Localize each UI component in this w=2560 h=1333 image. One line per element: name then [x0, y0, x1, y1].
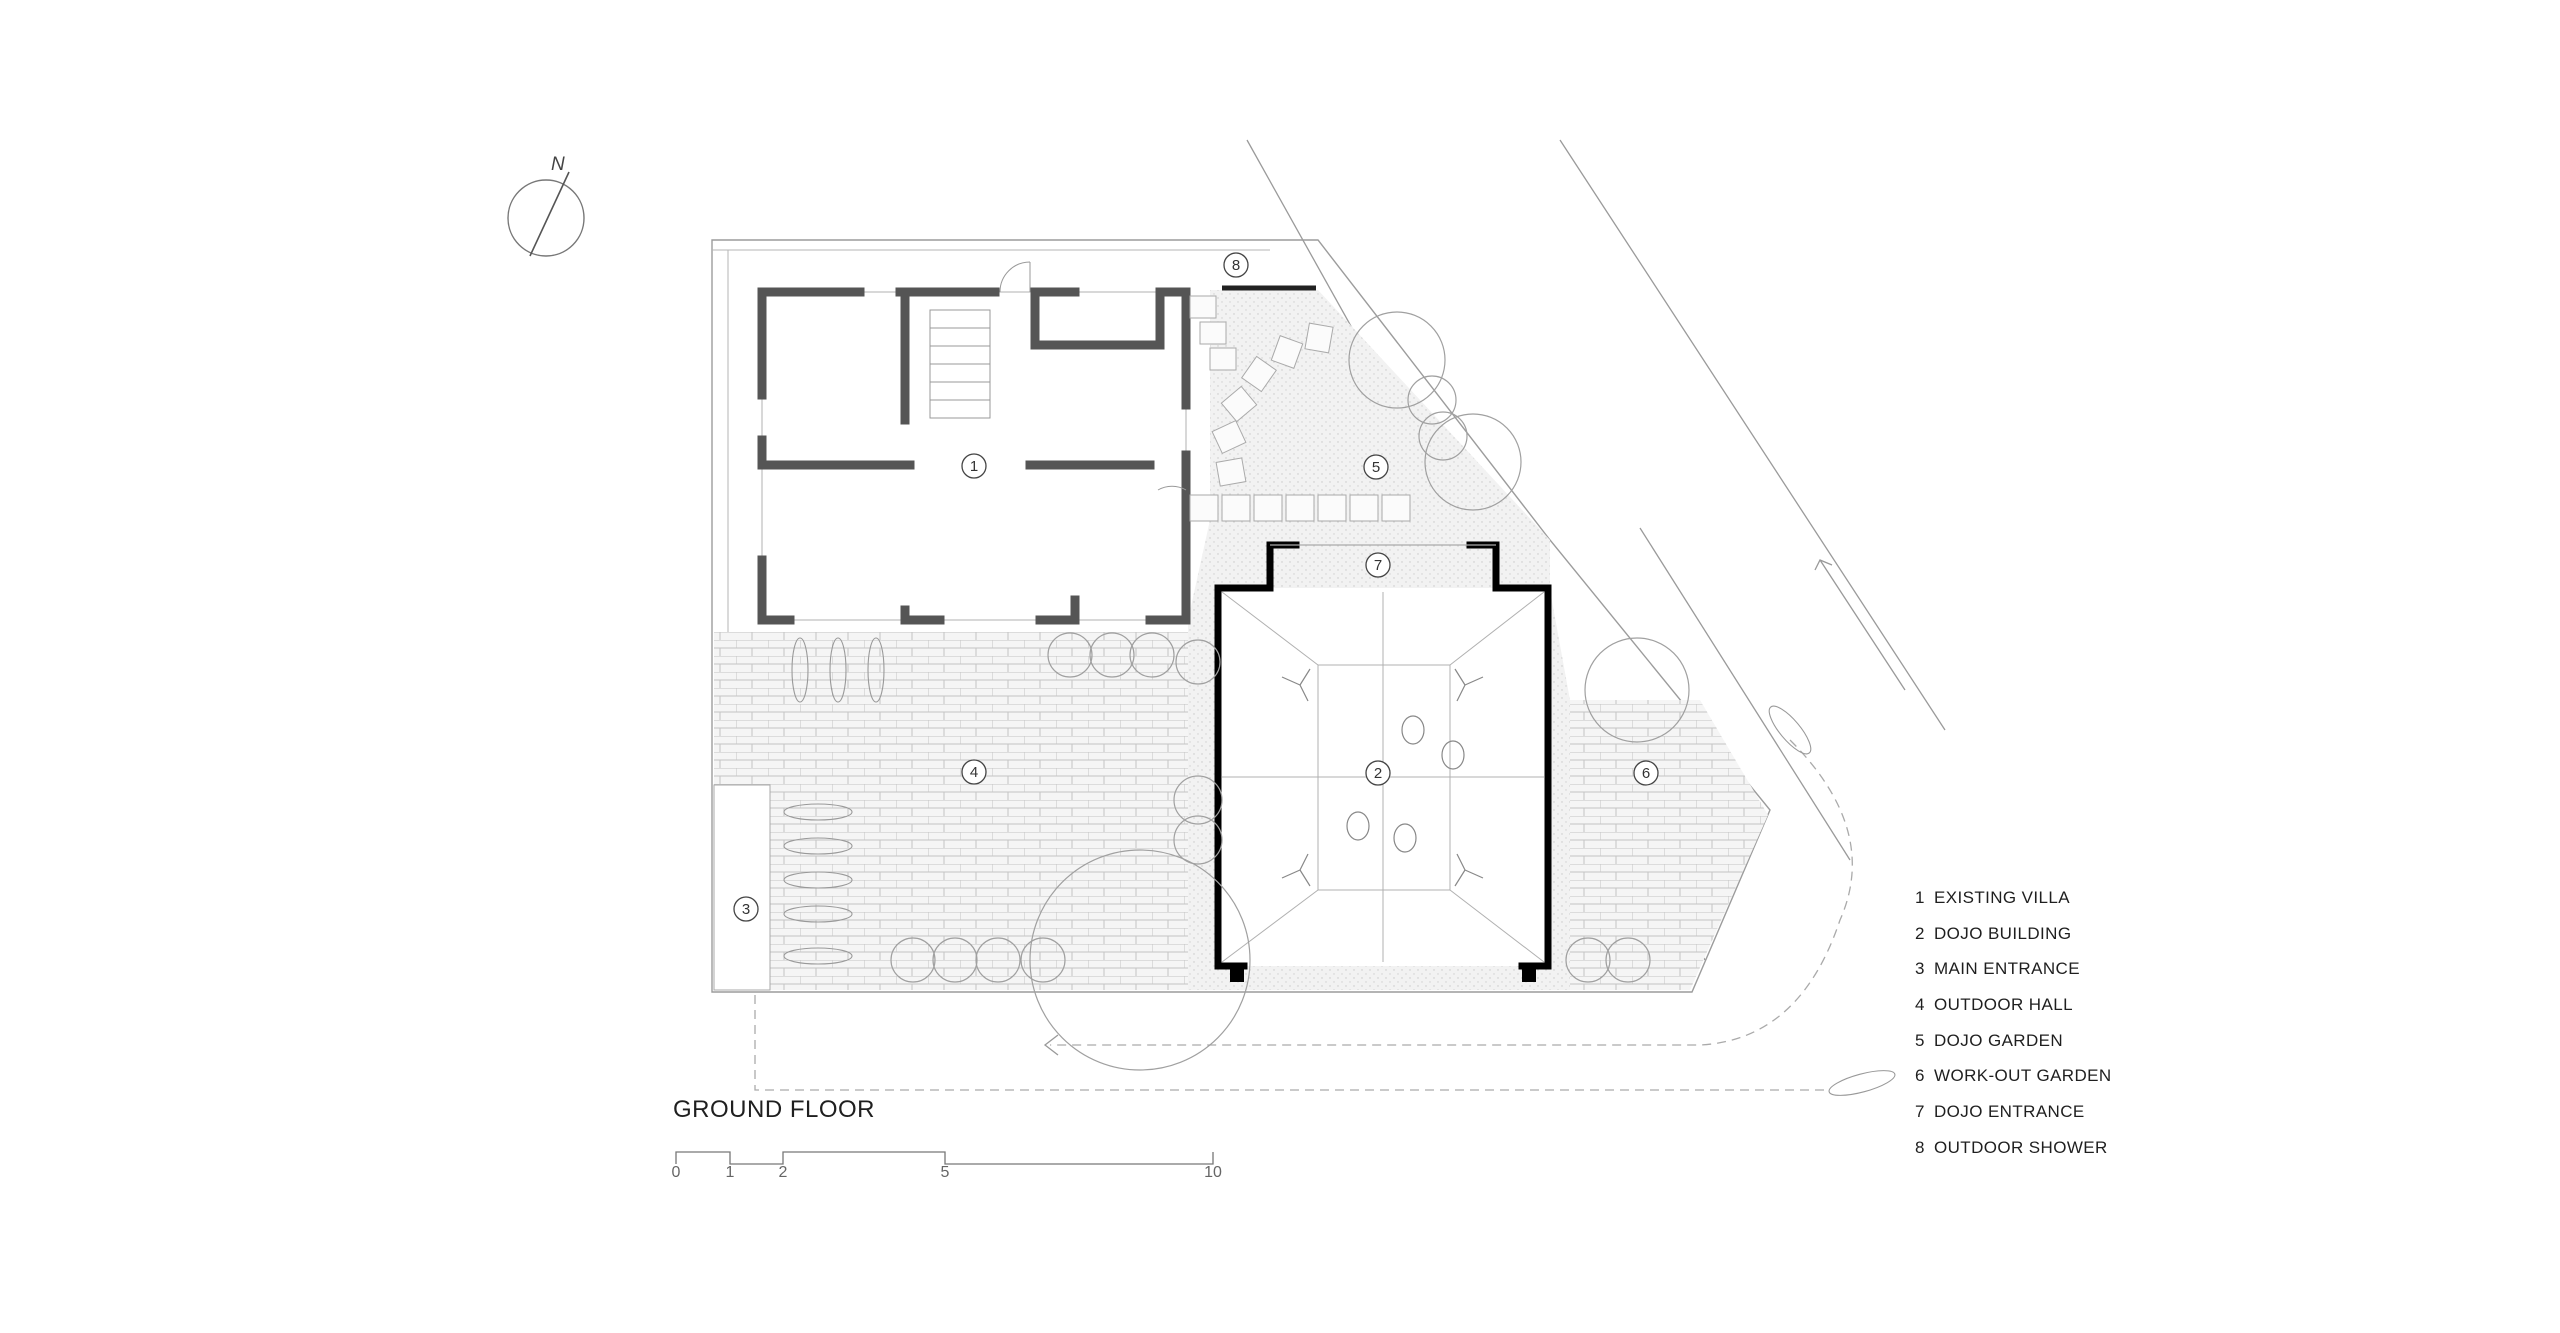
figure-icons — [1346, 715, 1465, 853]
legend: 1 EXISTING VILLA 2 DOJO BUILDING 3 MAIN ENT… — [1915, 880, 2175, 1166]
legend-number: 4 — [1915, 994, 1925, 1014]
legend-number: 3 — [1915, 959, 1925, 979]
north-label: N — [551, 154, 565, 175]
scale-label-5: 5 — [940, 1164, 950, 1181]
path-arrow-icon — [1043, 1034, 1059, 1056]
legend-label: OUTDOOR SHOWER — [1934, 1137, 2108, 1157]
legend-number: 5 — [1915, 1030, 1925, 1050]
svg-text:3: 3 — [742, 901, 750, 918]
ceiling-fan-icon — [1281, 668, 1484, 887]
svg-text:8: 8 — [1232, 257, 1240, 274]
outdoor-hall-paving — [714, 632, 1188, 990]
svg-text:6: 6 — [1642, 765, 1650, 782]
legend-label: WORK-OUT GARDEN — [1934, 1066, 2112, 1086]
plan-mark-4: 4 — [961, 759, 987, 785]
road-direction-arrow-icon — [1814, 559, 1906, 691]
svg-text:2: 2 — [1374, 765, 1382, 782]
plan-mark-8: 8 — [1223, 252, 1249, 278]
legend-number: 8 — [1915, 1137, 1925, 1157]
plan-mark-6: 6 — [1633, 760, 1659, 786]
legend-number: 7 — [1915, 1101, 1925, 1121]
garden-seating — [1189, 295, 1411, 522]
circulation-path — [1050, 739, 1853, 1046]
entrance-lane — [713, 784, 771, 991]
legend-label: MAIN ENTRANCE — [1934, 959, 2080, 979]
north-arrow-icon — [507, 171, 585, 257]
legend-item: 5 DOJO GARDEN — [1915, 1023, 2175, 1059]
entrance-path — [754, 980, 1830, 1091]
legend-number: 6 — [1915, 1066, 1925, 1086]
workout-garden-paving — [1570, 700, 1768, 990]
legend-number: 2 — [1915, 923, 1925, 943]
scale-label-2: 2 — [778, 1164, 788, 1181]
legend-label: EXISTING VILLA — [1934, 887, 2070, 907]
plan-mark-3: 3 — [733, 896, 759, 922]
legend-label: DOJO ENTRANCE — [1934, 1101, 2085, 1121]
legend-item: 2 DOJO BUILDING — [1915, 916, 2175, 952]
drawing-title: GROUND FLOOR — [673, 1096, 876, 1123]
legend-label: OUTDOOR HALL — [1934, 994, 2073, 1014]
svg-text:5: 5 — [1372, 459, 1380, 476]
plan-marks: 1 2 3 4 5 6 7 8 — [733, 252, 1659, 922]
svg-text:1: 1 — [970, 458, 978, 475]
legend-item: 8 OUTDOOR SHOWER — [1915, 1130, 2175, 1166]
svg-text:7: 7 — [1374, 557, 1382, 574]
existing-villa-plan — [757, 261, 1191, 625]
scale-bar — [675, 1151, 1214, 1165]
scale-label-10: 10 — [1204, 1164, 1222, 1181]
legend-label: DOJO BUILDING — [1934, 923, 2072, 943]
scale-label-1: 1 — [725, 1164, 735, 1181]
plan-mark-7: 7 — [1365, 552, 1391, 578]
tree-icons — [890, 311, 1690, 1071]
svg-text:4: 4 — [970, 764, 978, 781]
plan-mark-1: 1 — [961, 453, 987, 479]
site-boundary — [711, 239, 1771, 993]
legend-item: 7 DOJO ENTRANCE — [1915, 1094, 2175, 1130]
plan-mark-2: 2 — [1365, 760, 1391, 786]
legend-label: DOJO GARDEN — [1934, 1030, 2064, 1050]
legend-item: 6 WORK-OUT GARDEN — [1915, 1058, 2175, 1094]
bicycle-icons — [783, 637, 1896, 1096]
legend-item: 4 OUTDOOR HALL — [1915, 987, 2175, 1023]
legend-item: 1 EXISTING VILLA — [1915, 880, 2175, 916]
legend-number: 1 — [1915, 887, 1925, 907]
legend-item: 3 MAIN ENTRANCE — [1915, 951, 2175, 987]
plan-mark-5: 5 — [1363, 454, 1389, 480]
scale-label-0: 0 — [671, 1164, 681, 1181]
